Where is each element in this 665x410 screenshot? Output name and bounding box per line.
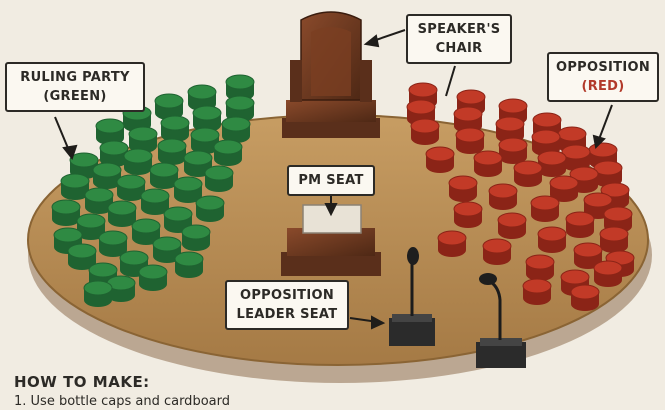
red-seat (526, 255, 554, 281)
green-seat (161, 116, 189, 142)
green-seat (52, 200, 80, 226)
green-seat (214, 140, 242, 166)
red-seat (538, 227, 566, 253)
leader-label-line2: LEADER SEAT (233, 305, 341, 324)
leader-label-line1: OPPOSITION (233, 286, 341, 305)
red-seat (571, 285, 599, 311)
speaker-label-line1: SPEAKER'S (414, 20, 504, 39)
green-seat (108, 201, 136, 227)
red-seat (531, 196, 559, 222)
ruling-party-label: RULING PARTY (GREEN) (5, 62, 145, 112)
green-seat (175, 252, 203, 278)
red-seat (566, 212, 594, 238)
green-seat (93, 163, 121, 189)
green-seat (84, 281, 112, 307)
red-seat (411, 119, 439, 145)
instructions: HOW TO MAKE: 1. Use bottle caps and card… (14, 373, 230, 409)
red-seat (426, 147, 454, 173)
red-seat (498, 213, 526, 239)
speaker-chair-icon (282, 12, 380, 138)
speaker-chair-label: SPEAKER'S CHAIR (406, 14, 512, 64)
red-seat (456, 128, 484, 154)
arrow-opposition (598, 105, 612, 142)
green-seat (196, 196, 224, 222)
red-seat (499, 138, 527, 164)
red-seat (449, 176, 477, 202)
green-seat (139, 265, 167, 291)
red-seat (483, 239, 511, 265)
red-seat (514, 161, 542, 187)
instructions-step: 1. Use bottle caps and cardboard (14, 394, 230, 409)
red-seat (538, 151, 566, 177)
red-seat (454, 202, 482, 228)
instructions-title: HOW TO MAKE: (14, 373, 230, 391)
green-seat (205, 166, 233, 192)
opposition-label: OPPOSITION (RED) (547, 52, 659, 102)
pm-seat-label: PM SEAT (287, 165, 375, 196)
opposition-leader-seat-label: OPPOSITION LEADER SEAT (225, 280, 349, 330)
opposition-label-line2: (RED) (555, 77, 651, 96)
red-seat (594, 261, 622, 287)
red-seat (523, 279, 551, 305)
pm-label-line1: PM SEAT (295, 171, 367, 190)
speaker-label-line2: CHAIR (414, 39, 504, 58)
green-seat (124, 149, 152, 175)
red-seat (600, 227, 628, 253)
green-seat (158, 139, 186, 165)
ruling-label-line2: (GREEN) (13, 87, 137, 106)
ruling-label-line1: RULING PARTY (13, 68, 137, 87)
red-seat (474, 151, 502, 177)
arrow-speaker-line (446, 66, 455, 96)
green-seat (222, 117, 250, 143)
green-seat (99, 231, 127, 257)
red-seat (489, 184, 517, 210)
green-seat (182, 225, 210, 251)
red-seat (438, 231, 466, 257)
opposition-label-line1: OPPOSITION (555, 58, 651, 77)
